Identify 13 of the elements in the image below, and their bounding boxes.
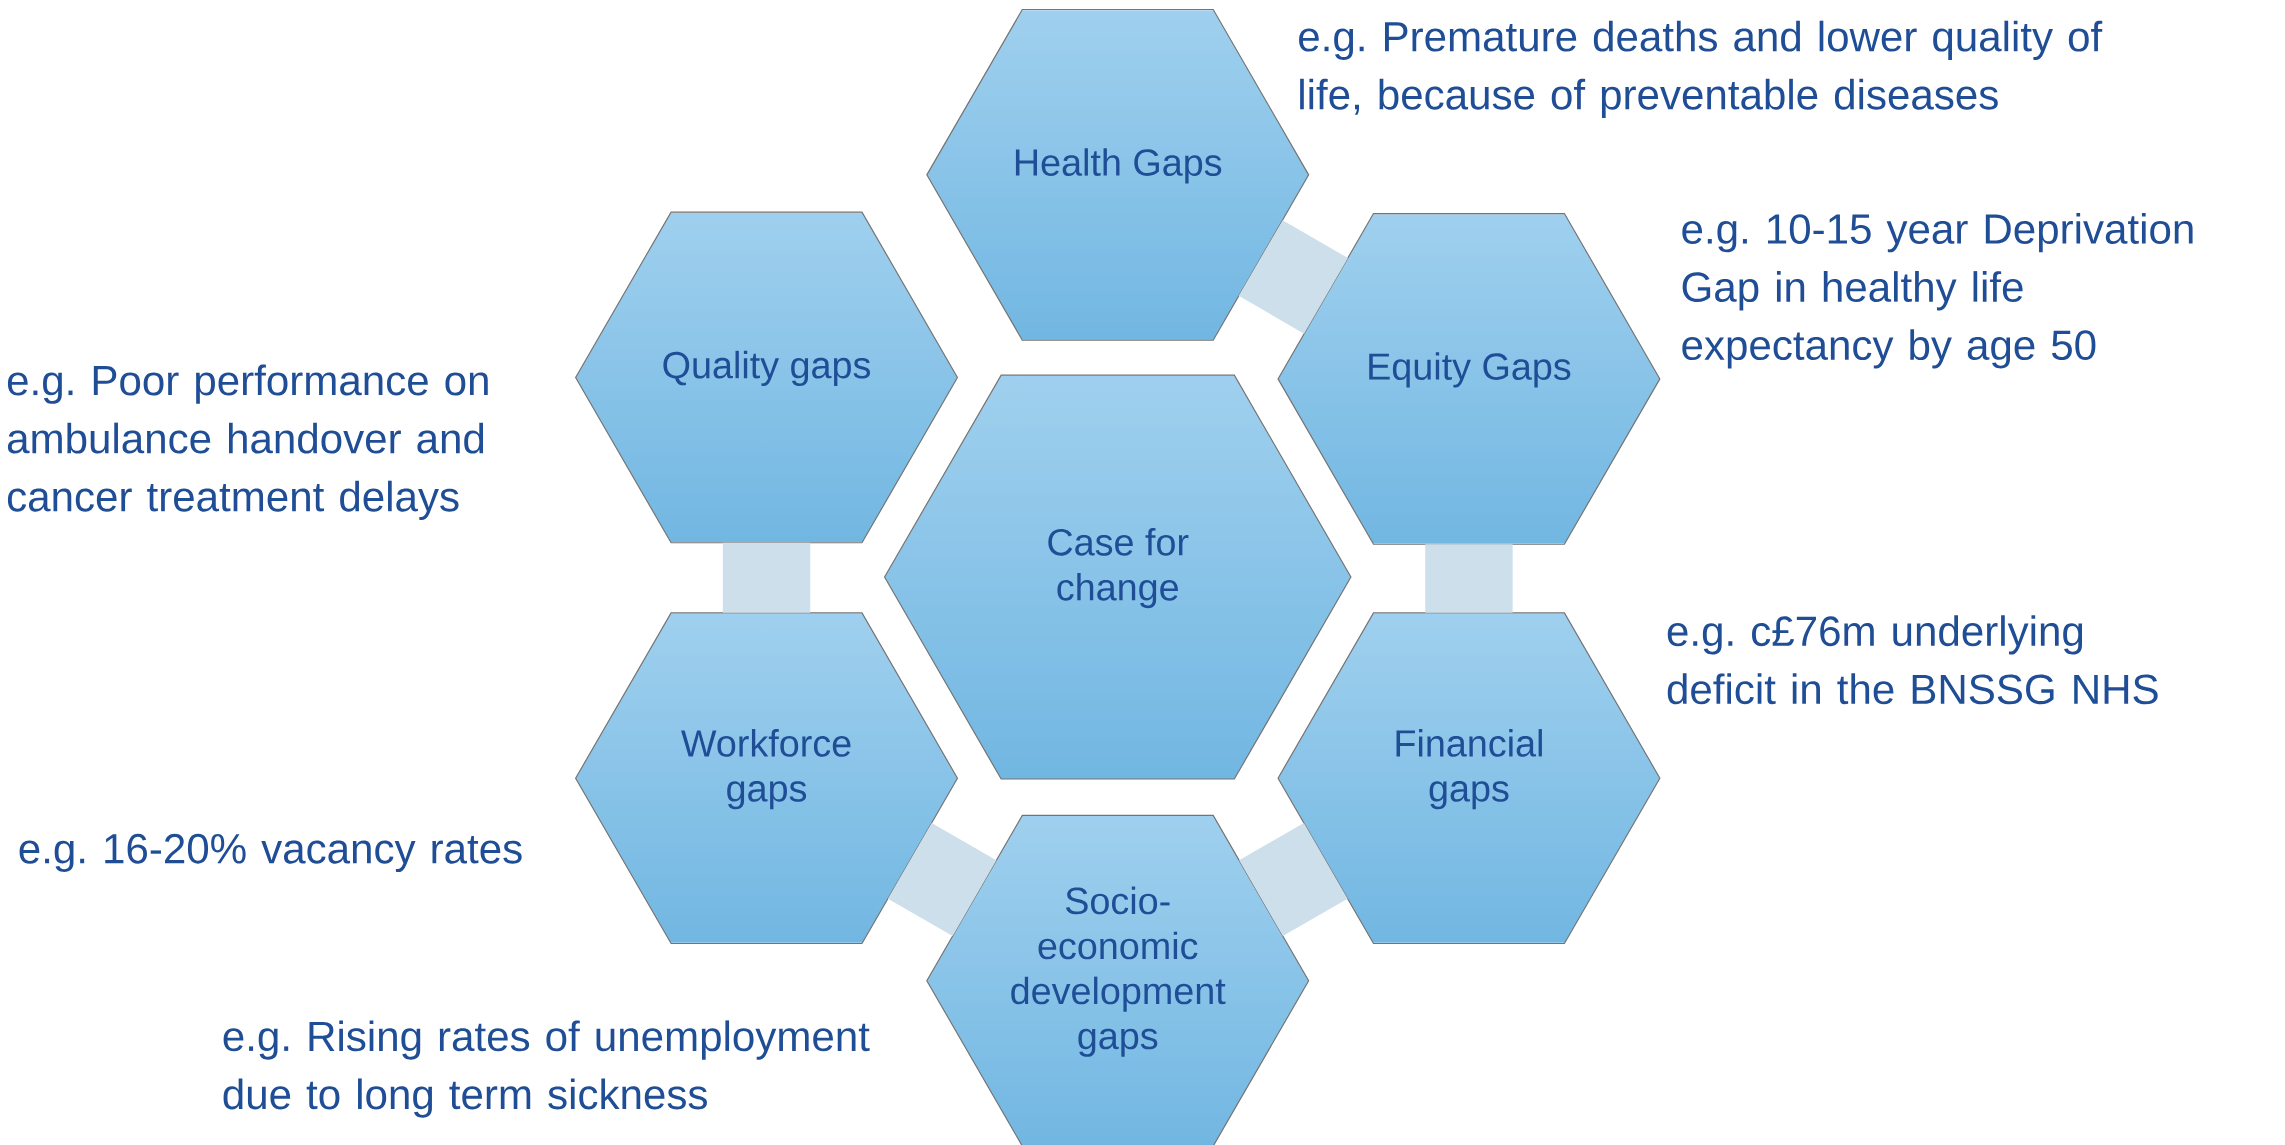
hexagon: Equity Gaps: [1277, 212, 1661, 545]
description-text: e.g. Poor performance on ambulance handover and cancer treatment delays: [7, 364, 488, 520]
description-text: e.g. c£76m underlying deficit in the BNSSG NHS: [1667, 615, 2158, 705]
hexagon: Financial gaps: [1277, 612, 1661, 944]
hexagon: Case for change: [883, 374, 1352, 780]
connector-band: [1425, 544, 1513, 613]
description-text: e.g. Rising rates of unemployment due to long term sickness: [223, 1020, 870, 1118]
description-text: e.g. 10-15 year Deprivation Gap in healthy life expectancy by age 50: [1682, 212, 2193, 369]
hexagon: Quality gaps: [574, 211, 959, 544]
hexagon: Socio-economic development gaps: [926, 814, 1310, 1145]
hexagon: Workforce gaps: [574, 612, 959, 944]
description-text: e.g. 16-20% vacancy rates: [19, 833, 522, 872]
connector-band: [887, 822, 997, 936]
